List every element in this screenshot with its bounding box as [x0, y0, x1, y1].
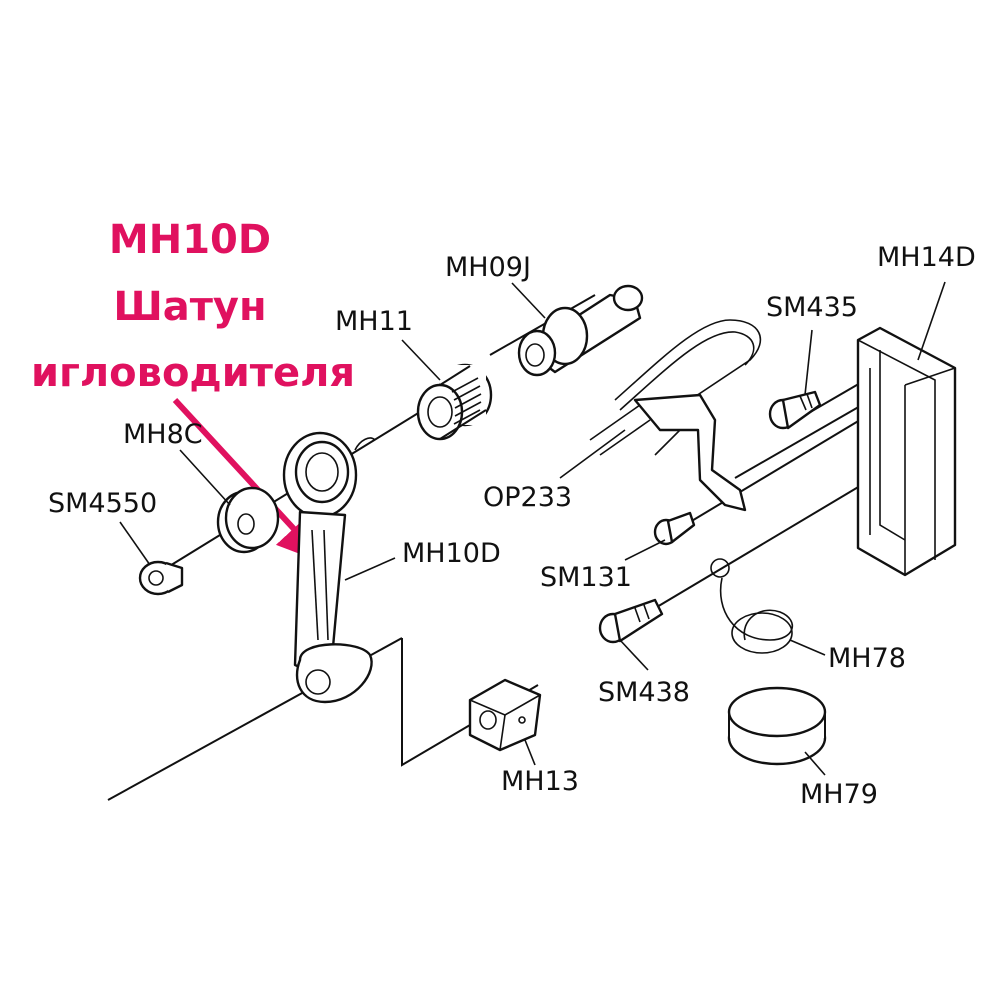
bearing-mh11-drawing — [416, 363, 493, 441]
washer-mh8c-drawing — [216, 486, 280, 554]
highlight-arrow — [172, 397, 327, 564]
block-mh13-drawing — [468, 678, 542, 752]
label-mh10d: MH10D — [402, 538, 501, 569]
screw-sm4550-drawing — [138, 560, 184, 596]
part-labels: MH09J MH14D SM435 MH11 MH8C SM4550 OP233… — [48, 242, 976, 810]
bracket-mh14d-drawing — [856, 326, 957, 577]
connecting-rod-mh10d-drawing — [282, 431, 376, 704]
highlight-name-line2: игловодителя — [30, 350, 356, 396]
shaft-mh09j-drawing — [517, 284, 644, 377]
label-sm131: SM131 — [540, 562, 632, 593]
label-mh11: MH11 — [335, 306, 413, 337]
label-mh13: MH13 — [501, 766, 579, 797]
label-mh09j: MH09J — [445, 252, 531, 283]
thread-guide-op233-drawing — [589, 319, 762, 512]
screw-sm435-drawing — [768, 390, 822, 430]
leader-lines — [119, 281, 946, 776]
screw-sm438-drawing — [598, 598, 664, 644]
spring-mh78-drawing — [710, 558, 794, 654]
label-mh14d: MH14D — [877, 242, 976, 273]
label-mh78: MH78 — [828, 643, 906, 674]
highlight-name-line1: Шатун — [113, 284, 267, 330]
label-sm435: SM435 — [766, 292, 858, 323]
label-mh79: MH79 — [800, 779, 878, 810]
felt-pad-mh79-drawing — [727, 686, 827, 766]
label-sm4550: SM4550 — [48, 488, 157, 519]
label-mh8c: MH8C — [123, 419, 203, 450]
highlight-part-code: MH10D — [108, 217, 272, 263]
label-op233: OP233 — [483, 482, 572, 513]
label-sm438: SM438 — [598, 677, 690, 708]
screw-sm131-drawing — [653, 511, 696, 546]
